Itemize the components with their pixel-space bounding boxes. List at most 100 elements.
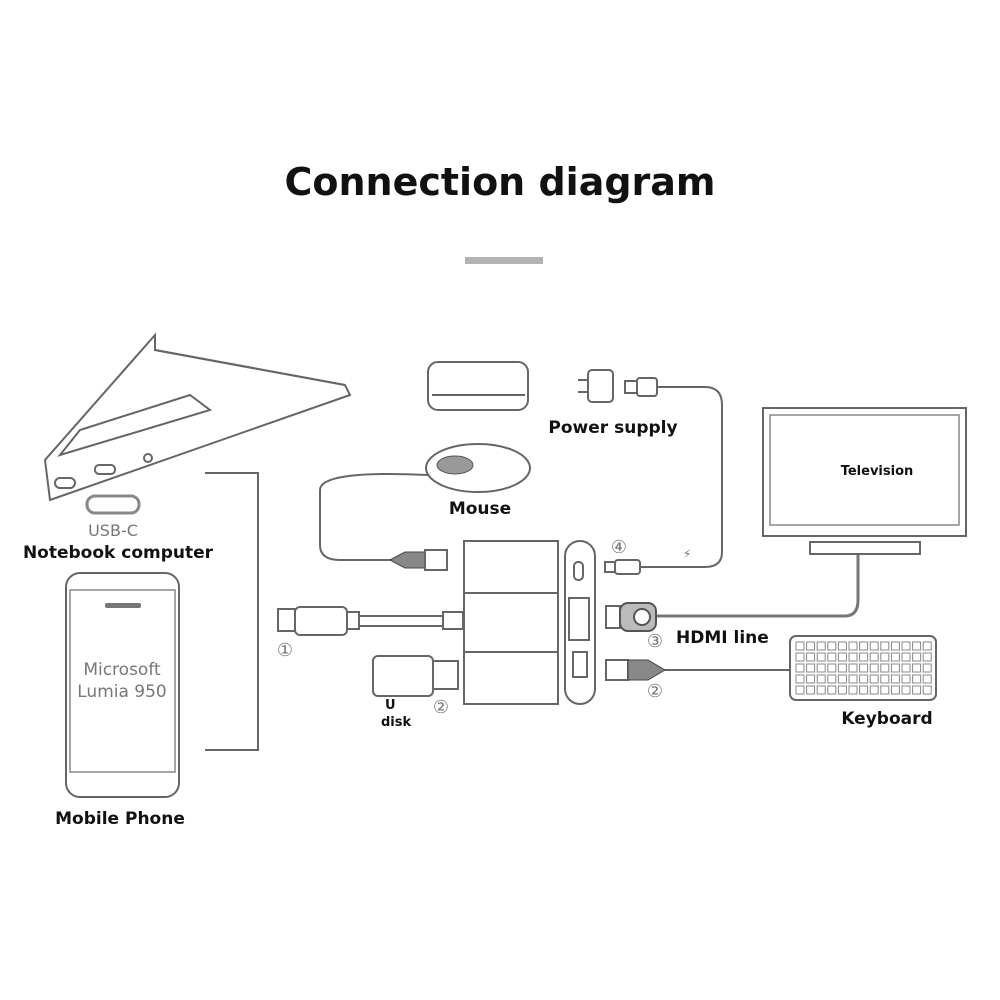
power-box-icon <box>427 361 529 411</box>
keyboard-key <box>806 663 816 673</box>
keyboard-key <box>922 674 932 684</box>
u-disk-label-1: U <box>385 698 396 713</box>
keyboard-key <box>848 652 858 662</box>
keyboard-key <box>816 663 826 673</box>
keyboard-key <box>795 663 805 673</box>
keyboard-key <box>901 641 911 651</box>
keyboard-key <box>869 663 879 673</box>
marker-1: ① <box>277 640 293 661</box>
marker-3: ③ <box>647 631 663 652</box>
keyboard-key <box>901 663 911 673</box>
marker-2-udisk: ② <box>433 697 449 718</box>
power-supply-label: Power supply <box>548 418 677 438</box>
keyboard-key <box>912 663 922 673</box>
keyboard-key <box>880 641 890 651</box>
keyboard-key <box>816 641 826 651</box>
keyboard-key <box>859 674 869 684</box>
keyboard-key <box>816 652 826 662</box>
mouse-label: Mouse <box>449 499 511 519</box>
keyboard-key <box>795 641 805 651</box>
keyboard-key <box>922 685 932 695</box>
mobile-phone-icon <box>65 572 180 798</box>
keyboard-key <box>901 674 911 684</box>
keyboard-key <box>880 685 890 695</box>
keyboard-key <box>869 652 879 662</box>
keyboard-key <box>922 663 932 673</box>
keyboard-key <box>837 641 847 651</box>
keyboard-icon <box>789 635 937 701</box>
keyboard-key <box>806 652 816 662</box>
hdmi-plug <box>605 602 657 632</box>
hdmi-line-label: HDMI line <box>676 628 769 648</box>
keyboard-key <box>806 641 816 651</box>
television-label: Television <box>841 464 914 479</box>
power-cable <box>640 386 723 568</box>
keyboard-key <box>912 652 922 662</box>
keyboard-key <box>837 685 847 695</box>
keyboard-key <box>848 674 858 684</box>
keyboard-key <box>816 674 826 684</box>
hdmi-cable <box>655 555 860 618</box>
keyboard-key <box>890 663 900 673</box>
keyboard-key <box>859 663 869 673</box>
power-adapter-icon <box>578 369 658 403</box>
keyboard-key <box>837 663 847 673</box>
keyboard-key <box>827 663 837 673</box>
keyboard-key <box>837 674 847 684</box>
keyboard-key <box>912 674 922 684</box>
title-underline <box>465 257 543 264</box>
keyboard-key <box>859 685 869 695</box>
keyboard-key <box>848 663 858 673</box>
micro-usb-plug <box>604 559 641 575</box>
keyboard-key <box>912 685 922 695</box>
notebook-computer-icon <box>43 332 352 515</box>
keyboard-key <box>837 652 847 662</box>
usb-c-label: USB-C <box>88 521 138 540</box>
keyboard-label: Keyboard <box>841 709 932 729</box>
keyboard-key <box>848 641 858 651</box>
keyboard-key <box>880 663 890 673</box>
keyboard-key <box>922 641 932 651</box>
phone-label: Mobile Phone <box>55 809 185 829</box>
keyboard-key <box>859 652 869 662</box>
keyboard-key <box>795 685 805 695</box>
usb-port <box>572 651 588 678</box>
keyboard-key <box>806 685 816 695</box>
keyboard-key <box>890 685 900 695</box>
keyboard-key <box>901 685 911 695</box>
keyboard-key <box>795 674 805 684</box>
lightning-icon: ⚡ <box>683 547 691 561</box>
keyboard-key <box>880 674 890 684</box>
keyboard-key <box>827 652 837 662</box>
mouse-usb-plug <box>388 549 448 571</box>
diagram-title: Connection diagram <box>284 160 715 204</box>
keyboard-key <box>901 652 911 662</box>
keyboard-key <box>890 652 900 662</box>
keyboard-key <box>869 685 879 695</box>
hdmi-port <box>568 597 590 641</box>
notebook-label: Notebook computer <box>23 543 214 563</box>
u-disk-icon <box>372 655 459 697</box>
marker-4: ④ <box>611 537 627 558</box>
keyboard-key <box>795 652 805 662</box>
keyboard-usb-plug <box>605 659 666 681</box>
marker-2-keyboard: ② <box>647 681 663 702</box>
keyboard-key <box>859 641 869 651</box>
keyboard-key <box>890 641 900 651</box>
keyboard-key <box>816 685 826 695</box>
keyboard-key <box>890 674 900 684</box>
keyboard-key <box>922 652 932 662</box>
usb-c-cable <box>277 606 464 636</box>
keyboard-key <box>848 685 858 695</box>
keyboard-key <box>880 652 890 662</box>
keyboard-key <box>869 641 879 651</box>
keyboard-key <box>806 674 816 684</box>
keyboard-key <box>827 641 837 651</box>
usb-hub-adapter <box>463 540 596 705</box>
mouse-icon <box>425 443 531 493</box>
phone-screen-text-1: Microsoft <box>83 660 161 680</box>
bracket <box>205 472 259 751</box>
phone-screen-text-2: Lumia 950 <box>77 682 167 702</box>
television-icon <box>762 407 967 555</box>
